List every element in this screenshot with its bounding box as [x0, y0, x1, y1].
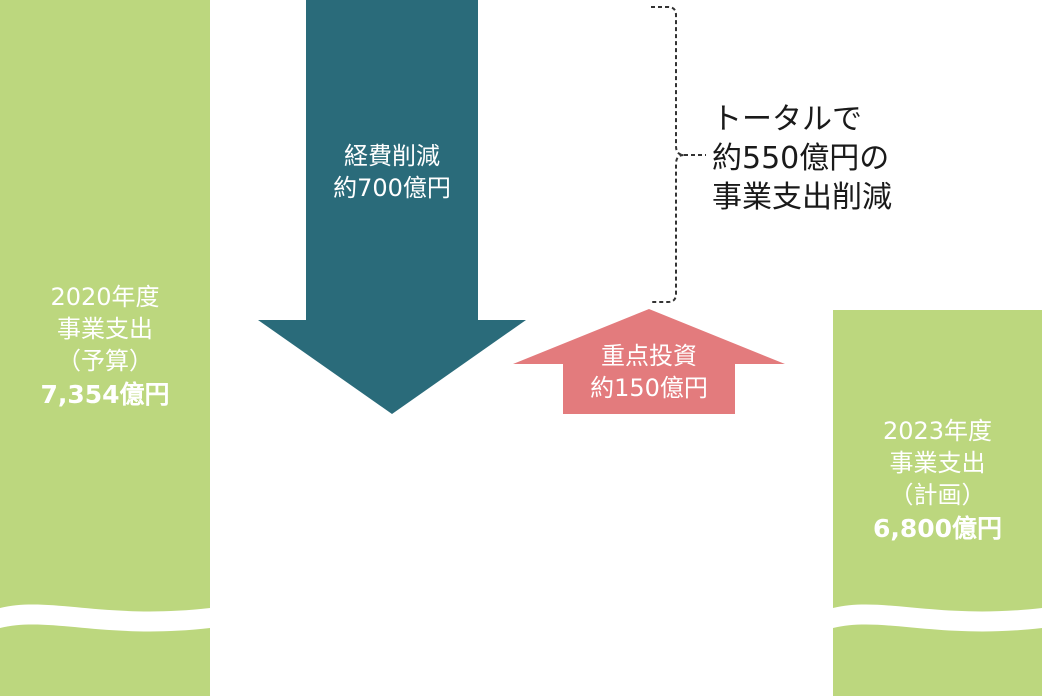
total-reduction-line1: トータルで — [712, 102, 862, 137]
priority-investment-amount: 約150億円 — [590, 374, 708, 403]
bar-2023-amount: 6,800億円 — [872, 513, 1003, 543]
total-reduction-line2: 約550億円の — [712, 141, 890, 176]
bar-2023-note: （計画） — [889, 480, 986, 509]
bar-2023 — [833, 310, 1042, 696]
cost-reduction-title: 経費削減 — [344, 142, 440, 170]
total-bracket — [651, 6, 685, 303]
bar-2020-wave-break — [0, 604, 210, 632]
cost-reduction-arrow — [258, 0, 526, 414]
bar-2023-type: 事業支出 — [889, 448, 986, 477]
cost-reduction-label: 経費削減 約700億円 — [306, 140, 478, 205]
bar-2020 — [0, 0, 210, 696]
bar-2023-label: 2023年度 事業支出 （計画） 6,800億円 — [833, 416, 1042, 545]
priority-investment-label: 重点投資 約150億円 — [563, 340, 735, 405]
priority-investment-title: 重点投資 — [601, 342, 697, 370]
total-reduction-line3: 事業支出削減 — [712, 180, 892, 215]
bar-2020-type: 事業支出 — [57, 314, 153, 343]
bar-2023-year: 2023年度 — [882, 417, 993, 445]
bar-2020-year: 2020年度 — [50, 283, 160, 311]
bar-2023-wave-break — [833, 604, 1042, 632]
priority-investment-arrow — [513, 309, 785, 414]
bar-2020-label: 2020年度 事業支出 （予算） 7,354億円 — [0, 282, 210, 411]
bar-2020-note: （予算） — [57, 346, 153, 375]
total-reduction-label: トータルで 約550億円の 事業支出削減 — [712, 100, 892, 217]
cost-reduction-amount: 約700億円 — [333, 174, 451, 203]
bar-2020-amount: 7,354億円 — [40, 379, 170, 409]
